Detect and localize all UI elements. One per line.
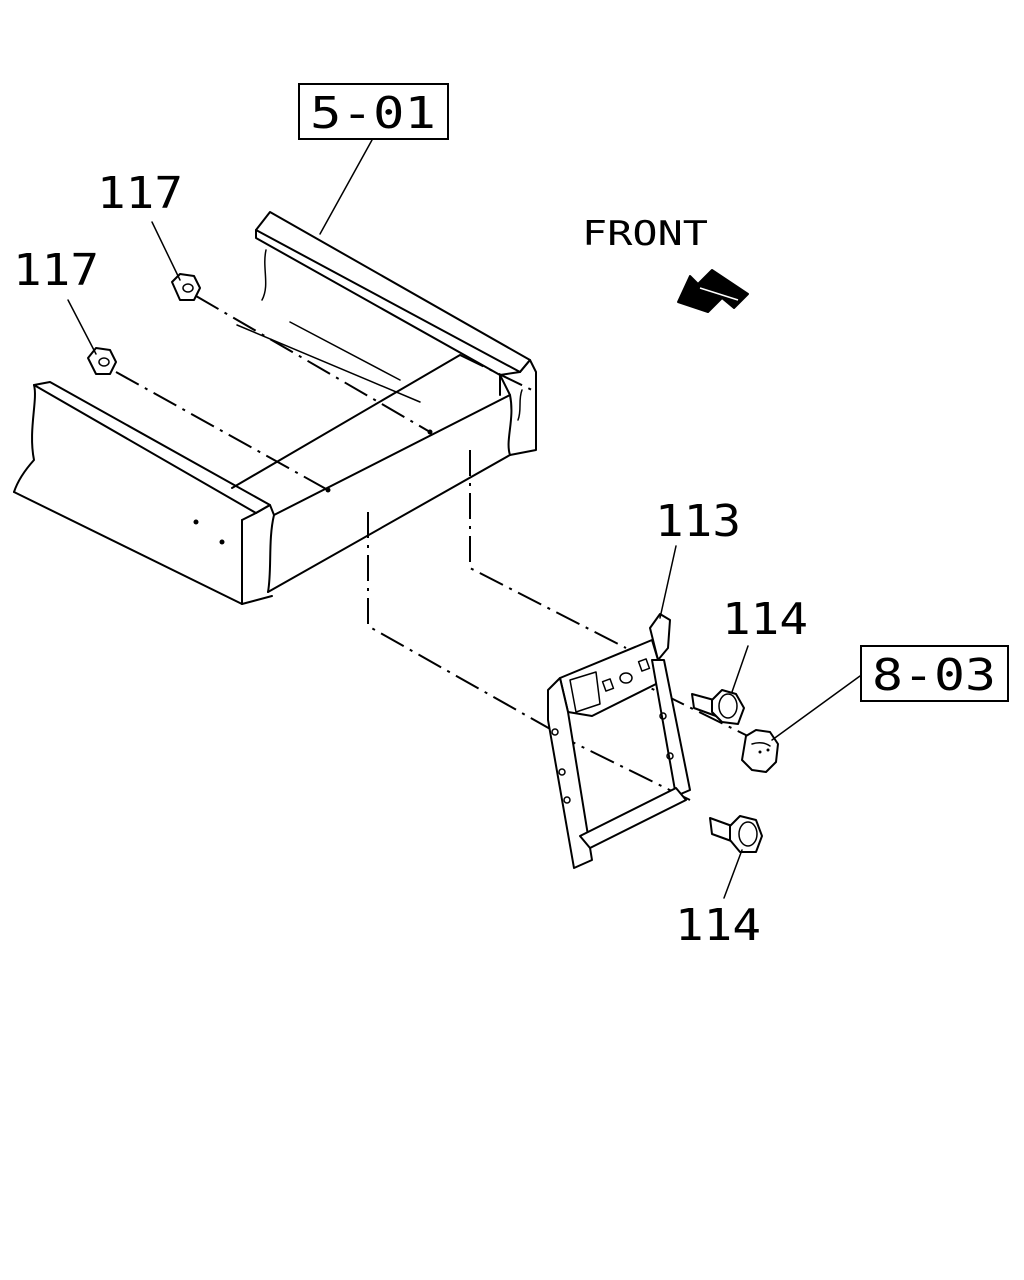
front-arrow-icon (677, 269, 749, 313)
nut-117-upper (171, 273, 201, 301)
part-label-114-upper: 114 (722, 594, 808, 645)
bolt-114-lower (709, 815, 763, 853)
bolt-114-upper (691, 689, 745, 725)
front-label: FRONT (582, 214, 708, 254)
cap-8-03 (741, 729, 779, 773)
part-label-114-lower: 114 (675, 900, 761, 951)
leader-lines (67, 139, 861, 899)
ref-box-5-01: 5-01 (298, 83, 449, 140)
part-label-117-lower: 117 (13, 245, 99, 296)
ref-label-5-01: 5-01 (310, 88, 436, 139)
frame-side-rail (13, 354, 511, 605)
nut-117-lower (87, 347, 117, 375)
ref-label-8-03: 8-03 (872, 650, 996, 701)
bracket-113 (547, 613, 691, 869)
part-label-113: 113 (655, 496, 741, 547)
part-label-117-upper: 117 (97, 168, 183, 219)
ref-box-8-03: 8-03 (860, 645, 1009, 702)
frame-cross-member (236, 211, 537, 456)
